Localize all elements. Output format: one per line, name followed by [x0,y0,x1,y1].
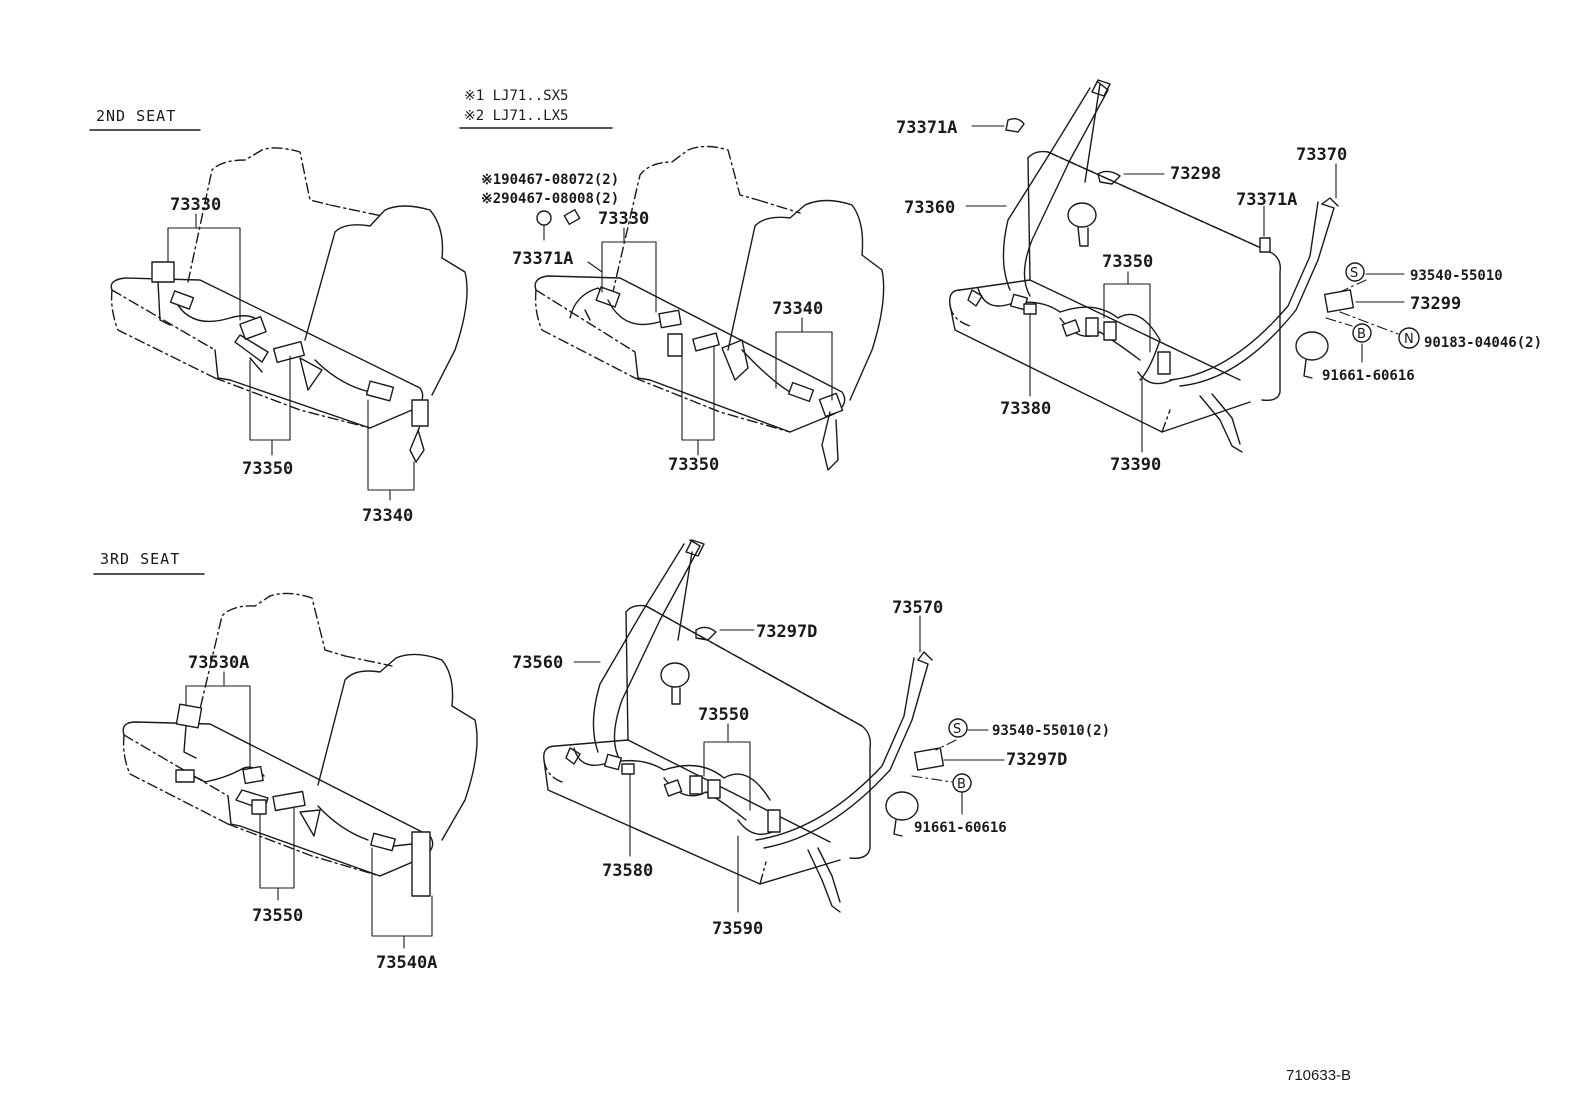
part-label-91661-60616: 91661-60616 [914,820,1007,836]
part-label-73330: 73330 [170,195,221,215]
marker-b: B [957,777,966,792]
part-label-73380: 73380 [1000,399,1051,419]
part-label-73371A: 73371A [896,118,957,138]
part-label-90467-08008: ※290467-08008(2) [481,191,619,207]
part-label-73530A: 73530A [188,653,249,673]
part-label-73371A: 73371A [1236,190,1297,210]
part-label-73590: 73590 [712,919,763,939]
part-label-73299: 73299 [1410,294,1461,314]
model-notes: ※1 LJ71..SX5 ※2 LJ71..LX5 [459,88,613,129]
seat-2nd-bench-3point [949,79,1420,453]
part-label-73540A: 73540A [376,953,437,973]
marker-s: S [1350,266,1358,281]
section-header-2nd-seat: 2ND SEAT [89,107,201,131]
seat-2nd-split-bench [110,147,468,501]
part-label-73550: 73550 [698,705,749,725]
part-label-73297D: 73297D [756,622,817,642]
part-label-73371A: 73371A [512,249,573,269]
part-label-73580: 73580 [602,861,653,881]
part-label-93540-55010-2: 93540-55010(2) [992,723,1110,739]
marker-b: B [1357,327,1366,342]
marker-n: N [1404,332,1414,347]
part-label-73560: 73560 [512,653,563,673]
part-label-73297D: 73297D [1006,750,1067,770]
part-label-73350: 73350 [1102,252,1153,272]
part-label-73350: 73350 [242,459,293,479]
part-label-73340: 73340 [772,299,823,319]
part-label-73360: 73360 [904,198,955,218]
seat-2nd-variant [534,145,885,471]
figure-code: 710633-B [1286,1067,1351,1084]
part-label-73570: 73570 [892,598,943,618]
part-label-73550: 73550 [252,906,303,926]
part-label-90467-08072: ※190467-08072(2) [481,172,619,188]
part-label-73350: 73350 [668,455,719,475]
part-label-93540-55010: 93540-55010 [1410,268,1503,284]
section-title-2nd-seat: 2ND SEAT [96,107,176,125]
part-label-73370: 73370 [1296,145,1347,165]
section-title-3rd-seat: 3RD SEAT [100,550,180,568]
part-label-73340: 73340 [362,506,413,526]
marker-s: S [953,722,961,737]
section-header-3rd-seat: 3RD SEAT [93,550,205,575]
part-label-90183-04046: 90183-04046(2) [1424,335,1542,351]
part-label-73330: 73330 [598,209,649,229]
part-label-73390: 73390 [1110,455,1161,475]
seat-3rd-bench-3point [543,539,1005,913]
note-2: ※2 LJ71..LX5 [464,108,568,124]
note-1: ※1 LJ71..SX5 [464,88,568,104]
part-label-73298: 73298 [1170,164,1221,184]
part-label-91661-60616: 91661-60616 [1322,368,1415,384]
seat-3rd-split-bench [122,592,478,949]
